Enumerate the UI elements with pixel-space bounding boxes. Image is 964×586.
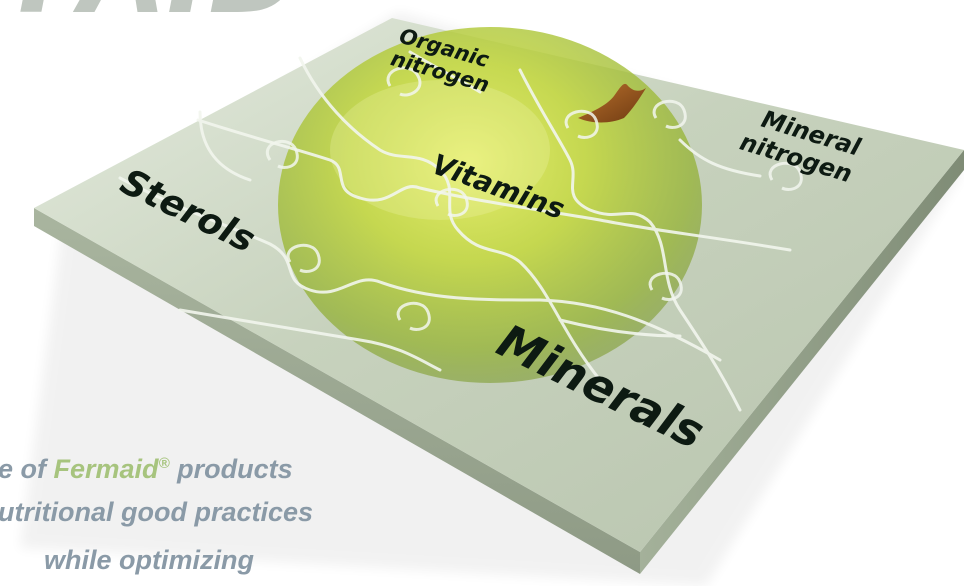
puzzle-seams [118,50,792,412]
registered-mark: ® [158,455,170,472]
caption-line-2: utritional good practices [0,494,313,530]
caption-suffix: products [169,454,293,484]
caption-brand: Fermaid [53,454,159,484]
caption-prefix: e of [0,454,54,484]
board-side-right [640,150,964,574]
puzzle-knobs [266,66,803,331]
caption-line-3-text: while optimizing [44,545,254,575]
logo-fragment: FAID [18,0,301,39]
caption-line-3: while optimizing [44,542,254,578]
board-side-left [34,208,640,574]
caption-line-1: e of Fermaid® products [0,446,293,487]
sphere-stem [578,83,646,123]
caption-line-2-text: utritional good practices [0,497,314,527]
sphere-highlight [330,80,550,220]
